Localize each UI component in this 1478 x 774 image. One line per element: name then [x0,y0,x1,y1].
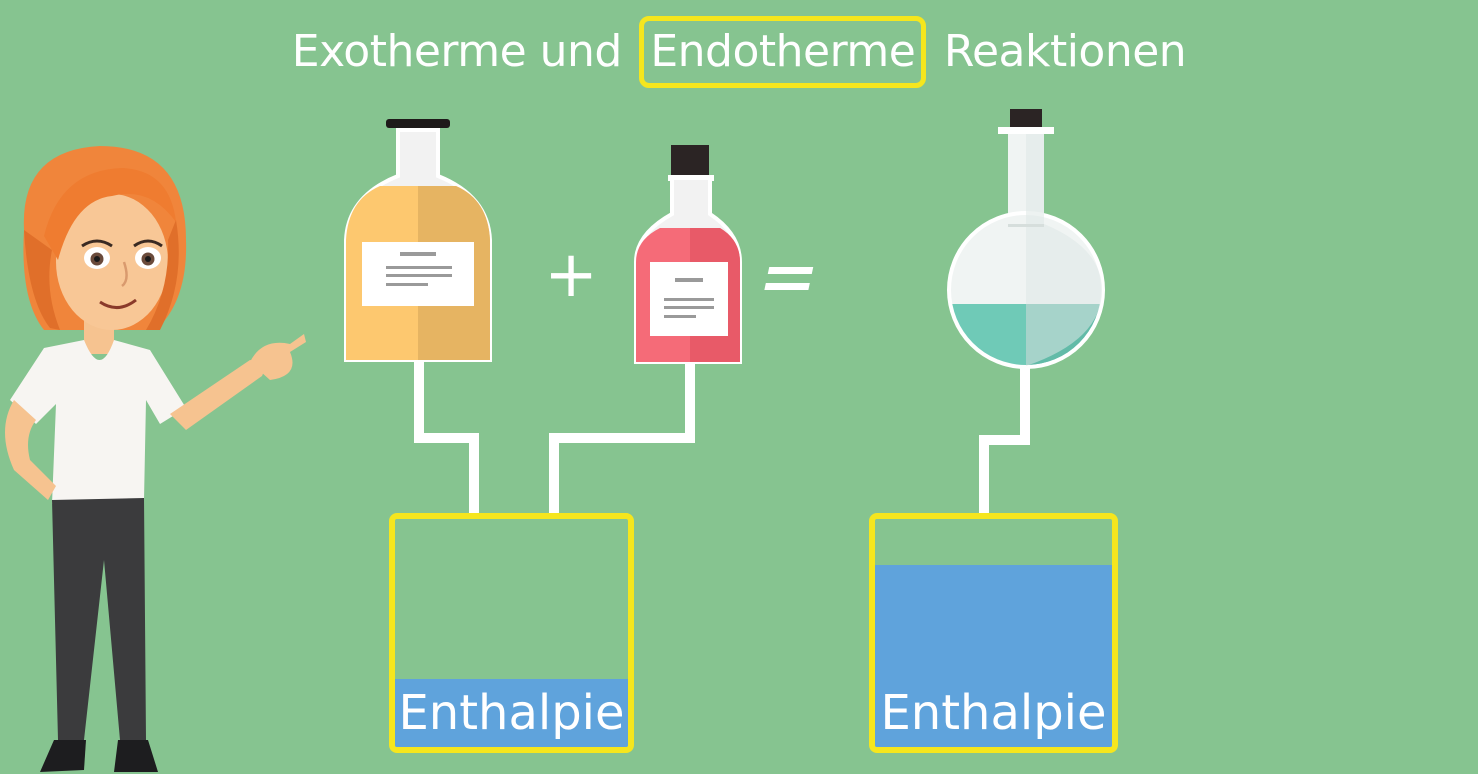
title-highlight-endotherme: Endotherme [639,16,927,88]
enthalpy-label: Enthalpie [880,685,1107,741]
enthalpy-fill [875,564,1112,747]
red-reagent-bottle [634,145,742,364]
enthalpy-meter-reactants: Enthalpie [389,513,634,753]
title-text-after: Reaktionen [943,26,1187,77]
enthalpy-fill [395,678,628,747]
enthalpy-meter-product: Enthalpie [869,513,1118,753]
enthalpy-label: Enthalpie [398,685,625,741]
page-title: Exotherme und Endotherme Reaktionen [0,16,1478,88]
connector-pipes [414,362,1030,514]
presenter-character [5,146,306,772]
round-bottom-flask [947,109,1105,369]
pipe-orange-bottle [414,362,479,514]
pipe-flask [979,366,1030,514]
plus-sign: + [544,238,598,312]
title-text-before: Exotherme und [291,26,623,77]
equals-sign [764,267,814,290]
orange-reagent-bottle [344,119,492,362]
pipe-red-bottle [549,364,695,514]
